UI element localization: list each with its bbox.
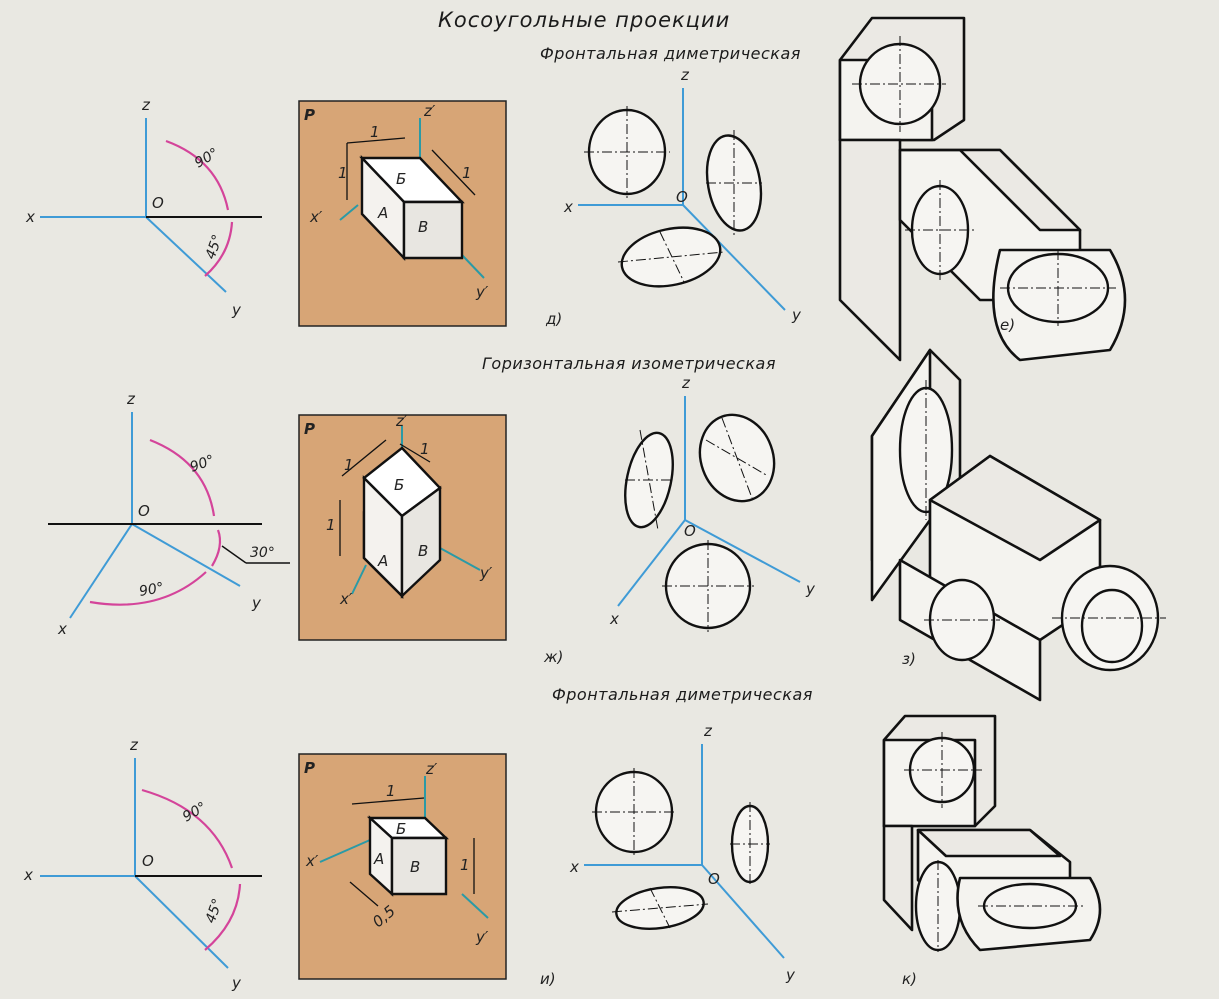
axis-z-label-c2: z xyxy=(681,374,691,392)
axis-z-prime: z′ xyxy=(423,102,436,120)
axis-z-prime-2: z′ xyxy=(395,412,408,430)
axis-y-prime: y′ xyxy=(475,283,489,301)
face-a-label-2: А xyxy=(377,552,388,570)
part-drawing-k: к) xyxy=(882,714,1102,988)
dim-1-right-3: 1 xyxy=(460,856,470,874)
origin-label: O xyxy=(152,194,164,212)
angle-45-label-2: 45° xyxy=(203,897,227,926)
axis-x-label-2: x xyxy=(57,620,67,638)
subtitle-horizontal-isometric: Горизонтальная изометрическая xyxy=(482,354,776,373)
axis-y-label-2: y xyxy=(251,594,262,612)
face-a-label: А xyxy=(377,204,388,222)
dim-1-left: 1 xyxy=(338,164,348,182)
dim-1-right: 1 xyxy=(462,164,472,182)
panel-d: P 1 1 1 z′ x′ y′ А Б В д) xyxy=(298,100,562,328)
axis-y-prime-2: y′ xyxy=(479,564,493,582)
axis-z-label-2: z xyxy=(126,390,136,408)
circles-diagram-1: z x y O xyxy=(563,66,802,324)
axis-x-label-c2: x xyxy=(609,610,619,628)
angle-90-label: 90° xyxy=(192,145,222,171)
axis-x-prime-2: x′ xyxy=(339,590,353,608)
figure-label-zh: ж) xyxy=(543,648,563,666)
page-title: Косоугольные проекции xyxy=(438,8,731,32)
axis-x-label-c1: x xyxy=(563,198,573,216)
axis-z-label-c3: z xyxy=(703,722,713,740)
face-v-label: В xyxy=(418,218,428,236)
figure-label-z: з) xyxy=(902,650,916,668)
axis-x-label-c3: x xyxy=(569,858,579,876)
axis-y-label-c2: y xyxy=(805,580,816,598)
axes-diagram-3: z x y O 90° 45° xyxy=(23,736,262,992)
figure-label-d: д) xyxy=(545,310,562,328)
circles-diagram-2: z x y O xyxy=(609,374,816,632)
axis-y-prime-3: y′ xyxy=(475,928,489,946)
origin-label-c2: O xyxy=(684,522,696,540)
part-drawing-e: е) xyxy=(838,16,1127,362)
plane-p-label-3: P xyxy=(304,759,315,777)
panel-zh: P 1 1 1 z′ x′ y′ А Б В ж) xyxy=(298,412,563,666)
axis-x-label: x xyxy=(25,208,35,226)
axis-z-label-c1: z xyxy=(680,66,690,84)
plane-p-label-2: P xyxy=(304,420,315,438)
angle-90-label-3: 90° xyxy=(138,580,165,600)
dim-1-left-2: 1 xyxy=(326,516,336,534)
figure-label-e: е) xyxy=(1000,316,1015,334)
face-b-label-2: Б xyxy=(394,476,404,494)
dim-1-right-2: 1 xyxy=(420,440,430,458)
figure-label-i: и) xyxy=(540,970,556,988)
dim-1-top: 1 xyxy=(370,123,380,141)
origin-label-c3: O xyxy=(708,870,720,888)
origin-label-c1: O xyxy=(676,188,688,206)
face-b-label-3: Б xyxy=(396,820,406,838)
panel-i: P 1 1 0,5 z′ x′ y′ А Б В и) xyxy=(298,753,556,988)
face-v-label-3: В xyxy=(410,858,420,876)
face-v-label-2: В xyxy=(418,542,428,560)
axis-y-label: y xyxy=(231,301,242,319)
circles-diagram-3: z x y O xyxy=(569,722,796,984)
axis-x-prime: x′ xyxy=(309,208,323,226)
figure-label-k: к) xyxy=(902,970,917,988)
axes-diagram-2: z x y O 90° 30° 90° xyxy=(48,390,290,638)
angle-90-label-2: 90° xyxy=(188,452,217,476)
dim-1-top-3: 1 xyxy=(386,782,396,800)
axis-z-label-3: z xyxy=(129,736,139,754)
part-drawing-z: з) xyxy=(870,348,1166,702)
origin-label-2: O xyxy=(138,502,150,520)
axis-y-label-c1: y xyxy=(791,306,802,324)
axis-y-label-3: y xyxy=(231,974,242,992)
angle-45-label: 45° xyxy=(203,233,227,262)
axes-diagram-1: z x y O 90° 45° xyxy=(25,96,262,319)
axis-y-label-c3: y xyxy=(785,966,796,984)
plane-p-label: P xyxy=(304,106,315,124)
face-a-label-3: А xyxy=(373,850,384,868)
angle-30-label: 30° xyxy=(250,545,275,561)
face-b-label: Б xyxy=(396,170,406,188)
axis-z-prime-3: z′ xyxy=(425,760,438,778)
axis-z-label: z xyxy=(141,96,151,114)
dim-1-top-2: 1 xyxy=(344,456,354,474)
angle-90-label-4: 90° xyxy=(180,799,210,825)
axis-x-label-3: x xyxy=(23,866,33,884)
subtitle-frontal-dimetric-2: Фронтальная диметрическая xyxy=(552,685,813,704)
origin-label-3: O xyxy=(142,852,154,870)
subtitle-frontal-dimetric: Фронтальная диметрическая xyxy=(540,44,801,63)
axis-x-prime-3: x′ xyxy=(305,852,319,870)
